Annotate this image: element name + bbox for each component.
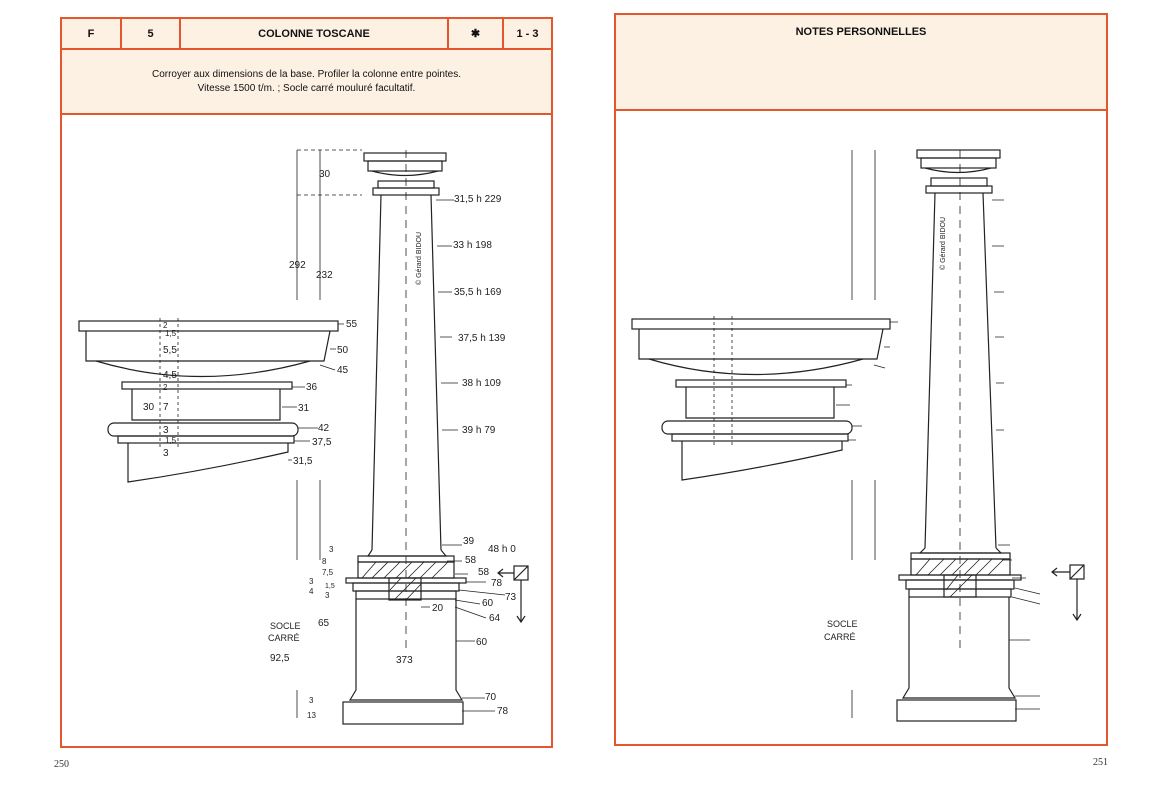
left-dimension-labels: 30 292 232 3 8 7,5 3 4 1,5 3 SOCLE CARRÉ…	[268, 169, 413, 720]
capital-label: 36	[306, 382, 318, 393]
header-cell-section: F	[62, 19, 122, 48]
right-capital-detail	[631, 316, 891, 481]
capital-label: 45	[337, 365, 349, 376]
capital-detail-left-labels: 2 1,5 5,5 4,5 2 30 7 3 1,5 3	[143, 321, 177, 459]
capital-inner-label: 2	[163, 383, 168, 392]
notes-header: NOTES PERSONNELLES	[616, 15, 1106, 111]
dim-label: 3	[329, 545, 334, 554]
left-leaders	[282, 199, 506, 712]
shaft-label: 39 h 79	[462, 425, 496, 436]
capital-label: 37,5	[312, 437, 332, 448]
dim-label: 1,5	[325, 583, 335, 590]
right-column-drawing	[896, 149, 1022, 722]
base-label: 64	[489, 613, 501, 624]
right-arrow-symbol	[1051, 564, 1085, 622]
notes-title: NOTES PERSONNELLES	[795, 26, 927, 38]
dim-label: 30	[319, 169, 331, 180]
capital-label: 55	[346, 319, 358, 330]
capital-label: 50	[337, 345, 349, 356]
capital-label: 42	[318, 423, 330, 434]
capital-detail-right-labels: 55 50 45 36 31 42 37,5 31,5	[293, 319, 358, 467]
header-cell-difficulty: ✱	[449, 19, 504, 48]
header-cell-number: 5	[122, 19, 181, 48]
shaft-label: 35,5 h 169	[454, 287, 502, 298]
dim-label: CARRÉ	[268, 633, 300, 643]
base-label: 78	[497, 706, 509, 717]
dim-label: 4	[309, 587, 314, 596]
dim-label: SOCLE	[270, 621, 301, 631]
capital-inner-label: 3	[163, 448, 169, 459]
dim-label: 13	[307, 711, 316, 720]
shaft-label: 33 h 198	[453, 240, 492, 251]
shaft-labels: 31,5 h 229 33 h 198 35,5 h 169 37,5 h 13…	[453, 194, 506, 436]
capital-inner-label: 3	[163, 425, 169, 436]
dim-label: 292	[289, 260, 306, 271]
left-capital-detail	[78, 318, 339, 483]
instructions-line-2: Vitesse 1500 t/m. ; Socle carré mouluré …	[197, 82, 416, 94]
left-base-hatching	[361, 561, 449, 601]
capital-inner-label: 7	[163, 402, 169, 413]
instructions-box: Corroyer aux dimensions de la base. Prof…	[62, 50, 551, 115]
capital-label: 31	[298, 403, 310, 414]
dim-label: 92,5	[270, 653, 290, 664]
right-page-number: 251	[1093, 757, 1108, 768]
left-copyright: © Gérard BIDOU	[415, 232, 423, 285]
carre-label: CARRÉ	[824, 632, 856, 642]
base-label: 73	[505, 592, 517, 603]
capital-inner-label: 4,5	[163, 370, 177, 381]
capital-inner-label: 5,5	[163, 345, 177, 356]
left-page-number: 250	[54, 759, 69, 770]
right-copyright: © Gérard BIDOU	[939, 217, 947, 270]
base-label: 60	[476, 637, 488, 648]
base-label: 20	[432, 603, 444, 614]
dim-label: 7,5	[322, 568, 334, 577]
dim-label: 3	[309, 577, 314, 586]
base-labels: 39 48 h 0 58 58 78 73 60 64 20 60 70 78	[432, 536, 517, 717]
dim-label: 232	[316, 270, 333, 281]
base-label: 39	[463, 536, 475, 547]
dim-label: 65	[318, 618, 330, 629]
base-label: 58	[465, 555, 477, 566]
base-label: 78	[491, 578, 503, 589]
shaft-label: 38 h 109	[462, 378, 501, 389]
instructions-line-1: Corroyer aux dimensions de la base. Prof…	[151, 68, 462, 80]
right-base-hatching	[915, 558, 1005, 598]
capital-inner-label: 30	[143, 402, 155, 413]
socle-label: SOCLE	[827, 619, 858, 629]
right-leaders	[836, 199, 1041, 710]
capital-inner-label: 2	[163, 321, 168, 330]
dim-label: 3	[309, 696, 314, 705]
base-label: 58	[478, 567, 490, 578]
dim-label: 8	[322, 557, 327, 566]
header-cell-title: COLONNE TOSCANE	[181, 19, 449, 48]
base-label: 48 h 0	[488, 544, 516, 555]
capital-inner-label: 1,5	[165, 329, 177, 338]
capital-inner-label: 1,5	[165, 436, 177, 445]
capital-label: 31,5	[293, 456, 313, 467]
shaft-label: 37,5 h 139	[458, 333, 506, 344]
header-cell-scale: 1 - 3	[516, 27, 539, 40]
shaft-label: 31,5 h 229	[454, 194, 502, 205]
base-label: 70	[485, 692, 497, 703]
right-socle-labels: SOCLE CARRÉ	[824, 619, 858, 642]
dim-label: 373	[396, 655, 413, 666]
header-row: F 5 COLONNE TOSCANE ✱ 1 - 3	[62, 19, 551, 50]
left-arrow-symbol	[497, 565, 529, 624]
left-column-drawing	[342, 152, 467, 725]
base-label: 60	[482, 598, 494, 609]
dim-label: 3	[325, 591, 330, 600]
